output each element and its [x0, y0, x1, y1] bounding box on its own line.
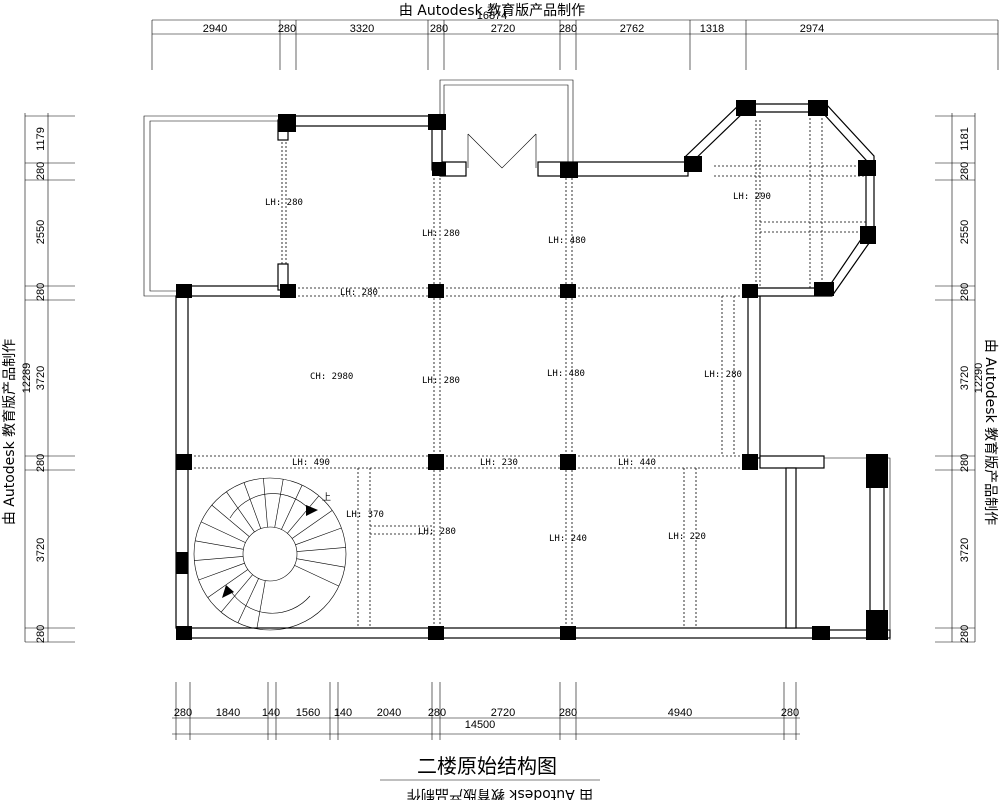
dim-bottom-4: 1560 — [296, 707, 320, 719]
stair-tread — [211, 504, 250, 537]
dim-top-1: 2940 — [203, 23, 227, 35]
label-lh280-a: LH: 280 — [265, 198, 303, 208]
dim-right-3: 2550 — [959, 220, 971, 244]
dimension-chain-right: 1181 280 2550 280 3720 280 3720 280 1229… — [935, 113, 985, 643]
dim-top-5: 2720 — [491, 23, 515, 35]
stair-tread — [226, 491, 255, 533]
dim-right-1: 1181 — [959, 127, 971, 151]
spiral-staircase[interactable]: 上 — [193, 477, 347, 631]
balcony-outlines — [143, 79, 891, 640]
dim-right-total: 12290 — [973, 363, 985, 394]
dim-top-4: 280 — [430, 23, 448, 35]
stair-tread — [296, 547, 346, 552]
dim-left-1: 1179 — [35, 127, 47, 151]
label-lh280-d: LH: 280 — [422, 376, 460, 386]
dim-top-2: 280 — [278, 23, 296, 35]
stair-tread — [195, 540, 244, 550]
dim-left-7: 3720 — [35, 538, 47, 562]
drawing-title: 二楼原始结构图 — [417, 754, 557, 778]
stair-tread — [274, 479, 284, 528]
dim-top-7: 2762 — [620, 23, 644, 35]
stair-tread — [287, 495, 320, 534]
label-lh280-f: LH: 280 — [418, 527, 456, 537]
watermark-bottom: 由 Autodesk 教育版产品制作 — [407, 786, 593, 800]
label-lh280-e: LH: 280 — [704, 370, 742, 380]
dim-right-8: 280 — [959, 625, 971, 643]
label-lh240: LH: 240 — [549, 534, 587, 544]
dim-top-8: 1318 — [700, 23, 724, 35]
dim-left-total: 12289 — [21, 363, 33, 394]
label-lh370: LH: 370 — [346, 510, 384, 520]
label-lh480-b: LH: 480 — [547, 369, 585, 379]
dimension-chain-left: 1179 280 2550 280 3720 280 3720 280 1228… — [21, 113, 75, 643]
stair-tread — [194, 556, 244, 561]
label-lh440: LH: 440 — [618, 458, 656, 468]
dim-bottom-10: 4940 — [668, 707, 692, 719]
dim-left-2: 280 — [35, 162, 47, 180]
dim-left-5: 3720 — [35, 366, 47, 390]
stair-tread — [198, 562, 245, 581]
dim-bottom-3: 140 — [262, 707, 280, 719]
dim-left-8: 280 — [35, 625, 47, 643]
stair-tread — [291, 510, 333, 539]
label-lh220: LH: 220 — [668, 532, 706, 542]
dim-left-6: 280 — [35, 454, 47, 472]
dimension-chain-top: 16874 2940 280 3320 280 2720 280 2762 13… — [151, 10, 999, 70]
dim-top-3: 3320 — [350, 23, 374, 35]
dim-bottom-2: 1840 — [216, 707, 240, 719]
label-lh480-a: LH: 480 — [548, 236, 586, 246]
dim-bottom-1: 280 — [174, 707, 192, 719]
label-lh280-b: LH: 280 — [422, 229, 460, 239]
stair-tread — [200, 521, 246, 543]
label-lh230: LH: 230 — [480, 458, 518, 468]
dim-bottom-9: 280 — [559, 707, 577, 719]
dim-top-6: 280 — [559, 23, 577, 35]
stair-tread — [263, 478, 268, 528]
stair-tread — [207, 569, 249, 598]
dim-bottom-8: 2720 — [491, 707, 515, 719]
dim-bottom-6: 2040 — [377, 707, 401, 719]
label-ch2980: CH: 2980 — [310, 372, 353, 382]
stair-tread — [296, 558, 345, 568]
dim-left-3: 2550 — [35, 220, 47, 244]
watermark-left: 由 Autodesk 教育版产品制作 — [2, 339, 18, 525]
label-lh490: LH: 490 — [292, 458, 330, 468]
label-lh280-c: LH: 280 — [340, 288, 378, 298]
structural-columns — [176, 100, 888, 640]
walls — [175, 103, 891, 639]
dim-right-4: 280 — [959, 283, 971, 301]
dim-bottom-7: 280 — [428, 707, 446, 719]
stair-up-label: 上 — [322, 492, 331, 503]
stair-tread — [220, 574, 253, 613]
label-lh290: LH: 290 — [733, 192, 771, 202]
stair-tread — [295, 527, 342, 546]
beam-lines — [194, 110, 870, 628]
dimension-chain-bottom: 280 1840 140 1560 140 2040 280 2720 280 … — [172, 682, 800, 740]
stair-tread — [237, 578, 259, 624]
dim-right-7: 3720 — [959, 538, 971, 562]
dim-right-6: 280 — [959, 454, 971, 472]
dim-top-9: 2974 — [800, 23, 824, 35]
dim-right-5: 3720 — [959, 366, 971, 390]
beam-height-labels: LH: 280 LH: 280 LH: 480 LH: 290 LH: 280 … — [265, 192, 771, 544]
dim-right-2: 280 — [959, 162, 971, 180]
dim-bottom-5: 140 — [334, 707, 352, 719]
stair-tread — [243, 482, 262, 529]
dim-bottom-total: 14500 — [465, 719, 496, 731]
watermark-right: 由 Autodesk 教育版产品制作 — [982, 339, 998, 525]
watermark-top: 由 Autodesk 教育版产品制作 — [399, 3, 585, 19]
dim-left-4: 280 — [35, 283, 47, 301]
stair-tread — [281, 484, 303, 530]
dim-top-total: 16874 — [477, 10, 508, 22]
stair-tread — [256, 580, 266, 629]
stair-tread — [294, 565, 340, 587]
dim-bottom-11: 280 — [781, 707, 799, 719]
